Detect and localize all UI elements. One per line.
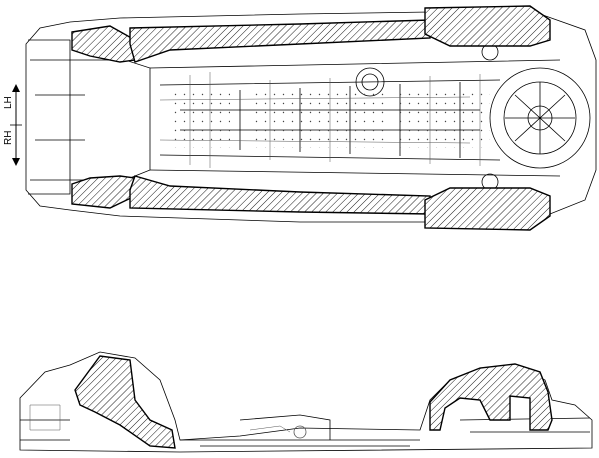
rear-lh-wheelhouse <box>424 187 551 231</box>
side-view <box>19 351 593 453</box>
lh-side-sill <box>129 175 431 215</box>
side-frame-outline <box>19 351 593 453</box>
rear-wheelhouse-side <box>429 363 553 431</box>
arrow-up-icon <box>12 84 20 92</box>
bottom-view-highlights <box>71 5 551 231</box>
rear-rh-wheelhouse <box>424 5 551 47</box>
rh-label: RH <box>3 131 14 145</box>
rh-side-sill <box>129 19 431 63</box>
lh-label: LH <box>3 96 14 109</box>
bottom-view <box>25 11 597 223</box>
front-side-member <box>74 355 176 449</box>
front-rh-member <box>71 25 136 63</box>
side-view-highlights <box>74 355 553 449</box>
orientation-indicator: RH LH <box>3 84 22 166</box>
front-lh-member <box>71 175 136 209</box>
arrow-down-icon <box>12 158 20 166</box>
